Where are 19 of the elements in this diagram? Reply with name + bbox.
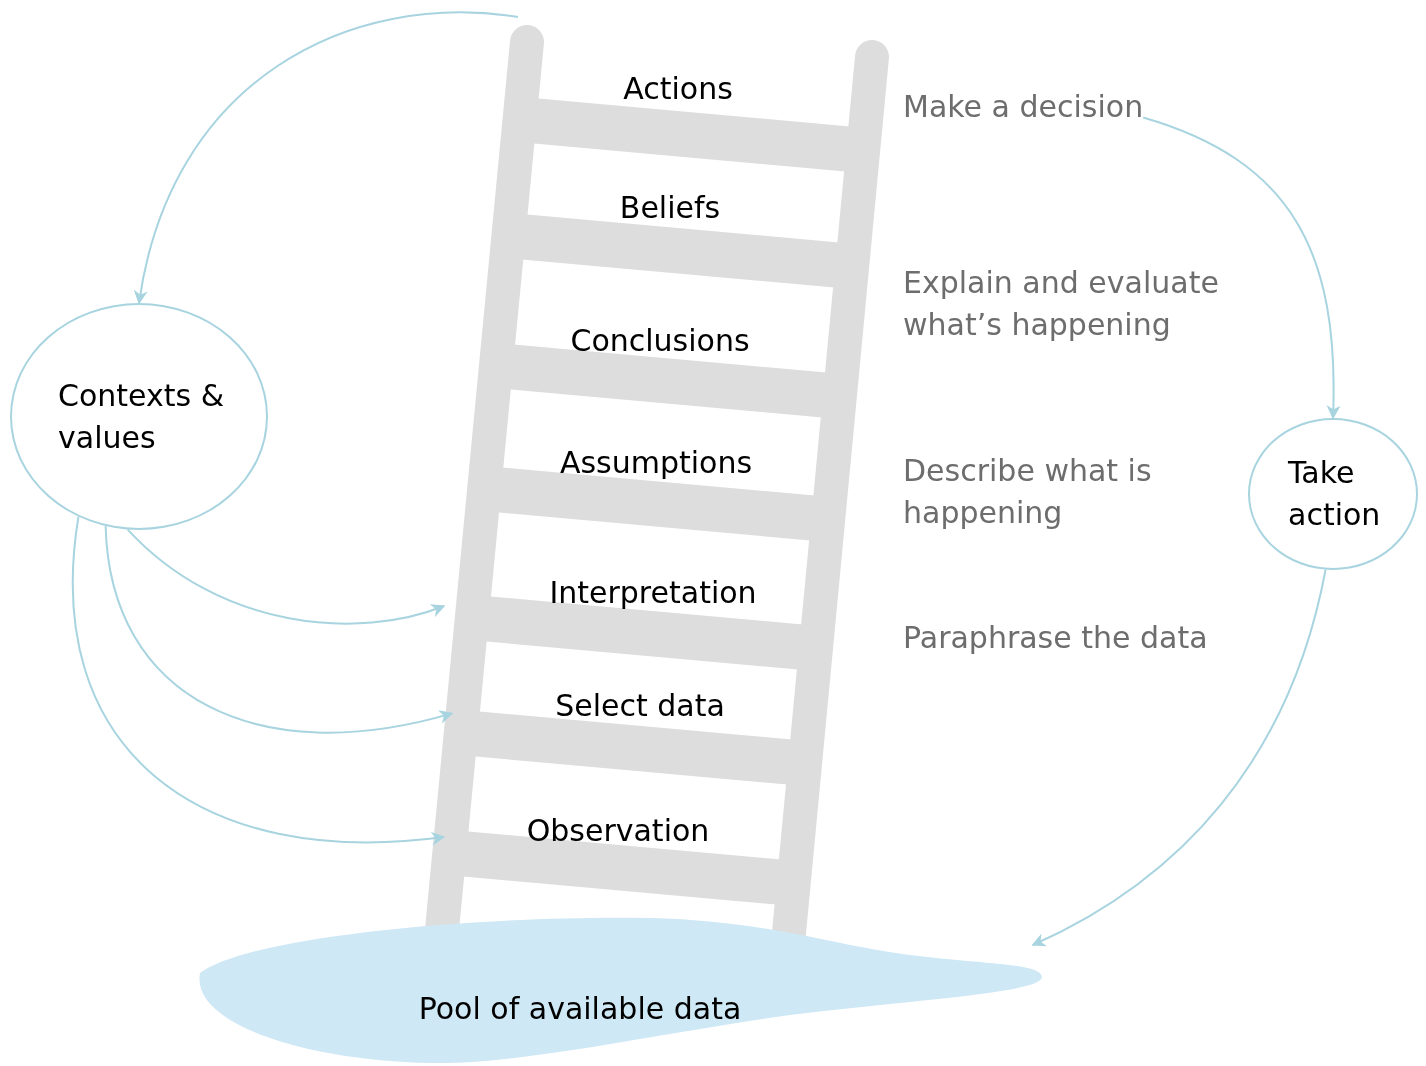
arrow <box>71 515 446 846</box>
step-label: Assumptions <box>536 427 776 497</box>
arrow <box>134 11 519 305</box>
action-circle: Take action <box>1248 418 1418 570</box>
step-description: Make a decision <box>903 86 1144 128</box>
context-circle: Contexts & values <box>10 303 268 530</box>
step-label: Interpretation <box>444 557 862 627</box>
arrow <box>104 525 454 734</box>
step-label: Conclusions <box>540 305 780 375</box>
arrow <box>1142 116 1341 420</box>
step-description: Describe what is happening <box>903 452 1153 532</box>
step-label: Beliefs <box>550 172 790 242</box>
step-description: Paraphrase the data <box>903 619 1209 657</box>
arrow <box>1031 568 1327 946</box>
step-description: Explain and evaluate what’s happening <box>903 264 1220 344</box>
step-label: Select data <box>452 670 828 740</box>
step-label: Observation <box>444 795 792 865</box>
arrow <box>126 528 446 625</box>
step-label: Actions <box>558 53 798 123</box>
